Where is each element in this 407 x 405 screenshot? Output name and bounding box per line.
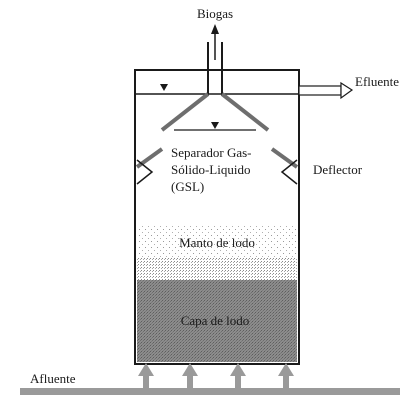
sludge-blanket-sparse-zone xyxy=(137,224,297,258)
effluent-pipe xyxy=(298,85,342,96)
gsl-inner-triangle-icon xyxy=(211,122,219,129)
biogas-arrow-head-icon xyxy=(211,24,219,34)
water-level-marker-icon xyxy=(160,84,168,91)
deflector-wedge-right xyxy=(280,159,298,185)
influent-pipe xyxy=(20,388,400,395)
deflector-wedge-left xyxy=(136,159,154,185)
manto-de-lodo-label: Manto de lodo xyxy=(179,235,255,250)
biogas-label: Biogas xyxy=(197,6,233,21)
separador-label-line3: (GSL) xyxy=(171,179,204,194)
inlet-arrow xyxy=(138,363,154,389)
reactor-vessel xyxy=(134,69,300,365)
inlet-arrow xyxy=(230,363,246,389)
sludge-blanket-zone xyxy=(137,258,297,280)
capa-de-lodo-label: Capa de lodo xyxy=(181,313,250,328)
sludge-bed-zone xyxy=(137,280,297,362)
gsl-separator-hood xyxy=(160,92,270,132)
deflector-label: Deflector xyxy=(313,162,363,177)
inlet-arrow xyxy=(182,363,198,389)
deflector-plate-left xyxy=(135,147,164,169)
effluent-arrow-head-icon xyxy=(340,81,354,100)
separador-label-line1: Separador Gas- xyxy=(171,145,252,160)
afluente-label: Afluente xyxy=(30,371,76,386)
deflector-plate-right xyxy=(270,147,299,169)
efluente-label: Efluente xyxy=(355,74,399,89)
inlet-arrow xyxy=(278,363,294,389)
separador-label-line2: Sólido-Liquido xyxy=(171,162,250,177)
